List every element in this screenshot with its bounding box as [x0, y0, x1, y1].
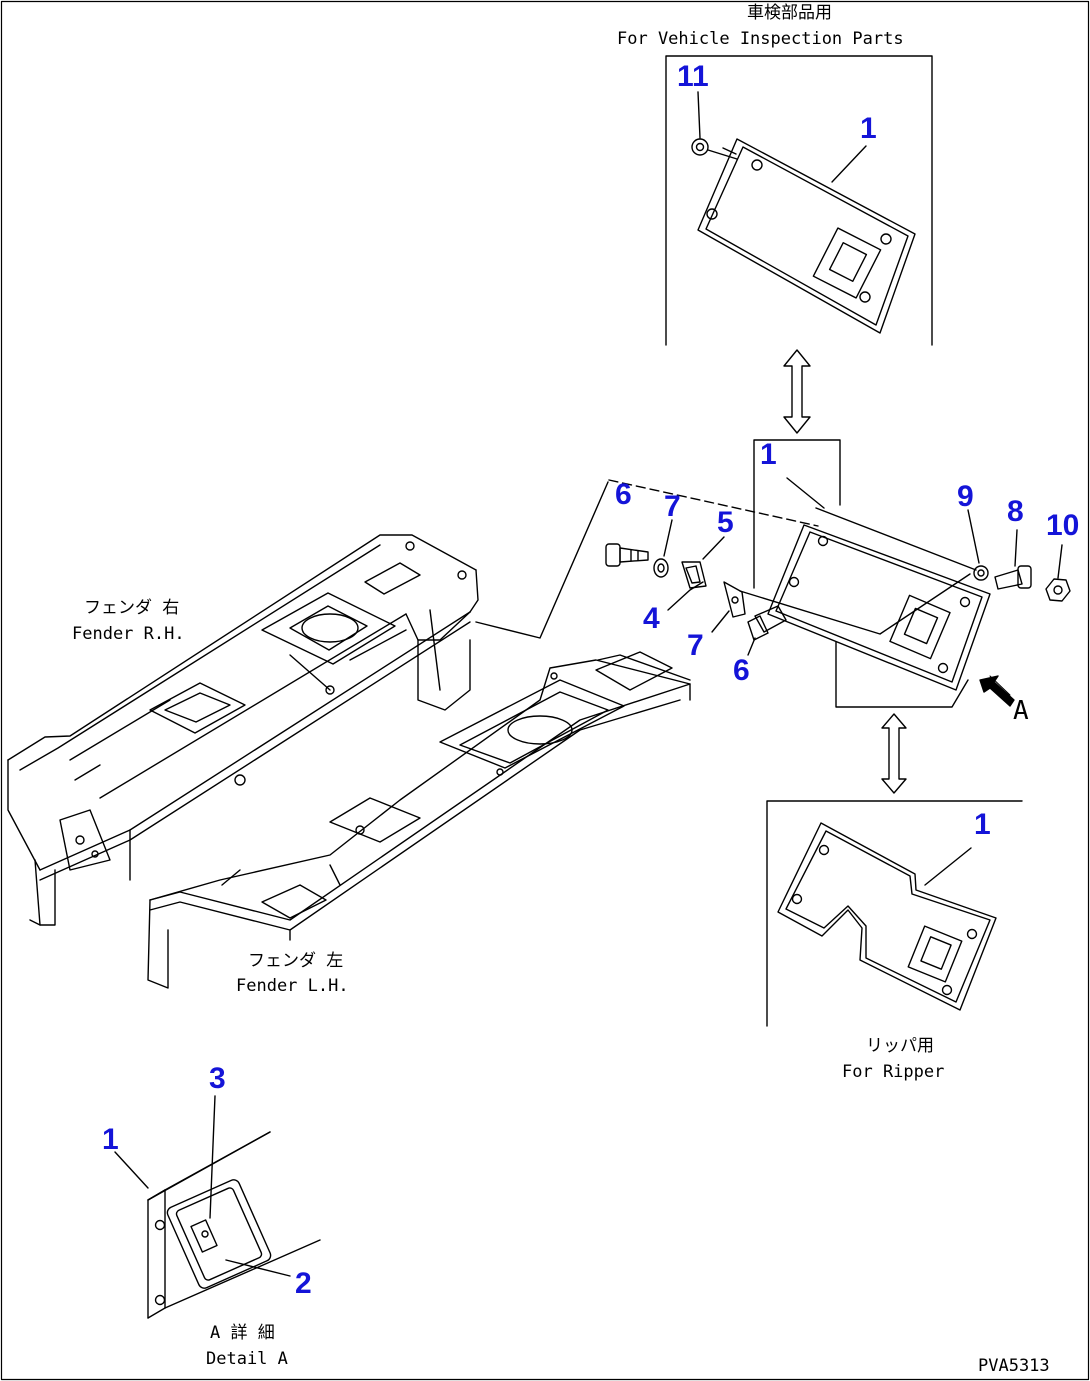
view-arrow-label: A	[1013, 696, 1029, 726]
clip-7-bottom	[711, 581, 746, 633]
part-4	[667, 581, 704, 611]
callout-5: 5	[717, 506, 734, 539]
ripper-caption-jp: リッパ用	[866, 1036, 934, 1056]
vip-plate	[697, 138, 916, 334]
ripper-leader-1	[924, 847, 972, 886]
vip-caption-jp: 車検部品用	[747, 3, 832, 23]
callout-7-bottom: 7	[687, 629, 704, 662]
detail-a	[114, 1095, 321, 1319]
vip-caption-en: For Vehicle Inspection Parts	[617, 29, 904, 49]
vip-bolt-11	[691, 91, 738, 160]
double-arrow-upper	[783, 349, 811, 434]
callout-1-ripper: 1	[974, 808, 991, 841]
ripper-bracket	[766, 800, 1023, 1027]
washer-9	[967, 509, 989, 581]
fender-lh-caption-en: Fender L.H.	[236, 976, 349, 996]
callout-2: 2	[295, 1267, 312, 1300]
callout-11: 11	[677, 60, 709, 93]
main-plate	[767, 524, 991, 691]
fender-rh-caption-jp: フェンダ 右	[84, 598, 180, 618]
callout-10: 10	[1046, 509, 1080, 542]
detail-caption-jp: A 詳 細	[210, 1323, 275, 1343]
plate-clamp-line-2	[739, 573, 971, 635]
callout-3: 3	[209, 1062, 226, 1095]
callout-7-top: 7	[664, 490, 681, 523]
fender-lh	[147, 651, 691, 989]
ripper-caption-en: For Ripper	[842, 1062, 945, 1082]
detail-caption-en: Detail A	[206, 1349, 288, 1369]
callout-6-bottom: 6	[733, 654, 750, 687]
callout-4: 4	[643, 602, 660, 635]
callout-1-vip: 1	[860, 112, 877, 145]
callout-6-top: 6	[615, 478, 632, 511]
vip-leader-1	[831, 145, 867, 183]
leader-6-fender	[475, 481, 609, 639]
bolt-6-bottom	[747, 605, 787, 656]
double-arrow-lower	[881, 713, 907, 794]
clamp-5	[681, 536, 725, 589]
bolt-8	[994, 529, 1032, 590]
callout-1-detail: 1	[102, 1123, 119, 1156]
fender-rh-caption-en: Fender R.H.	[72, 624, 185, 644]
callout-9: 9	[957, 480, 974, 513]
dash-leader	[608, 479, 819, 527]
callout-1-main: 1	[760, 438, 777, 471]
fender-lh-caption-jp: フェンダ 左	[248, 951, 344, 971]
plate-clamp-line	[815, 507, 977, 571]
callout-8: 8	[1007, 495, 1024, 528]
washer-7-top	[653, 519, 673, 578]
main-bracket	[753, 439, 969, 708]
fender-rh	[7, 534, 479, 926]
ripper-plate	[777, 822, 997, 1011]
main-leader-1	[786, 477, 825, 509]
bolt-6-top	[605, 543, 649, 567]
view-arrow	[979, 675, 1015, 707]
vip-bracket	[665, 55, 933, 346]
drawing-code: PVA5313	[978, 1356, 1050, 1376]
nut-10	[1045, 544, 1071, 602]
